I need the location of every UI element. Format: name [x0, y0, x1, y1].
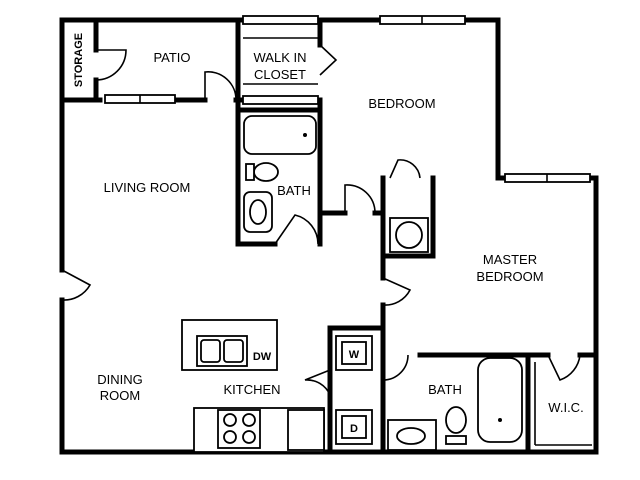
bath-label-1: BATH — [277, 183, 311, 198]
bedroom-label: BEDROOM — [368, 96, 435, 111]
living-room-label: LIVING ROOM — [104, 180, 191, 195]
kitchen-label: KITCHEN — [223, 382, 280, 397]
walk-in-closet-label-2: CLOSET — [254, 67, 306, 82]
master-bedroom-label-2: BEDROOM — [476, 269, 543, 284]
dining-room-label-2: ROOM — [100, 388, 140, 403]
interior-walls — [59, 17, 599, 455]
doors — [61, 44, 581, 396]
dishwasher-label: DW — [253, 351, 272, 363]
dining-room-label-1: DINING — [97, 372, 143, 387]
bath-label-2: BATH — [428, 382, 462, 397]
patio-label: PATIO — [153, 50, 190, 65]
master-bedroom-label-1: MASTER — [483, 252, 537, 267]
windows — [104, 15, 591, 183]
walk-in-closet-label-1: WALK IN — [254, 50, 307, 65]
dryer-label: D — [350, 423, 358, 435]
fixtures — [181, 37, 592, 453]
wic-label: W.I.C. — [548, 400, 583, 415]
washer-label: W — [349, 349, 360, 361]
room-labels: STORAGE PATIO WALK IN CLOSET BEDROOM LIV… — [73, 33, 584, 435]
storage-label: STORAGE — [73, 33, 85, 87]
